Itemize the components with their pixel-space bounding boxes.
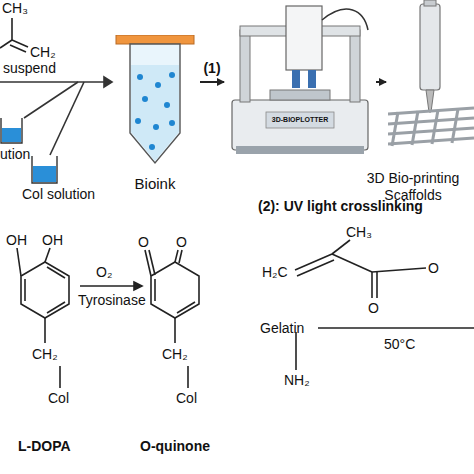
l-dopa-structure — [17, 248, 69, 388]
o-quinone-structure — [145, 250, 199, 388]
text-label: CH₂ — [32, 346, 58, 362]
bioprinter-outline — [226, 0, 374, 165]
text-label: Col — [48, 390, 69, 406]
node-label: Bioink — [102, 175, 208, 193]
text-label: suspend — [3, 60, 56, 76]
bioink-tube: Bioink — [112, 35, 198, 195]
text-label: O — [368, 300, 379, 316]
tube-outline — [112, 35, 198, 167]
beaker-symbol — [32, 156, 57, 183]
text-label: CH₃ — [346, 224, 372, 240]
flow-arrow — [200, 81, 224, 83]
text-label: (2): UV light crosslinking — [258, 198, 423, 214]
text-label: O₂ — [96, 264, 112, 280]
text-label: Col — [176, 390, 197, 406]
text-label: O — [176, 234, 187, 250]
scaffold-print: 3D Bio-printing Scaffolds — [388, 0, 474, 215]
text-label: CH₂ — [162, 346, 188, 362]
step-number: (1) — [203, 60, 220, 76]
text-label: Tyrosinase — [78, 292, 146, 308]
text-label: H₂C — [262, 264, 288, 280]
gelatin-methacrylate-structure — [295, 240, 474, 370]
text-label: Gelatin — [260, 320, 304, 336]
text-label: 50°C — [384, 336, 415, 352]
text-label: O — [138, 234, 149, 250]
text-label: CH₂ — [30, 44, 56, 60]
text-label: CH₃ — [2, 0, 28, 16]
text-label: O — [428, 260, 439, 276]
flow-arrow — [376, 81, 386, 83]
text-label: OH — [6, 232, 27, 248]
text-label: O-quinone — [140, 438, 210, 454]
methacrylate-fragment — [0, 18, 28, 52]
scaffold-outline — [388, 0, 474, 150]
bioprinter-machine: 3D-BIOPLOTTER — [226, 0, 374, 165]
reaction-arrow — [80, 282, 142, 290]
beaker-symbol — [1, 118, 22, 143]
text-label: ution — [0, 146, 30, 162]
text-label: L-DOPA — [18, 438, 71, 454]
node-label: 3D-BIOPLOTTER — [266, 115, 334, 125]
text-label: NH₂ — [284, 372, 310, 388]
text-label: OH — [42, 232, 63, 248]
mixing-lines — [0, 77, 112, 155]
text-label: Col solution — [22, 186, 95, 202]
